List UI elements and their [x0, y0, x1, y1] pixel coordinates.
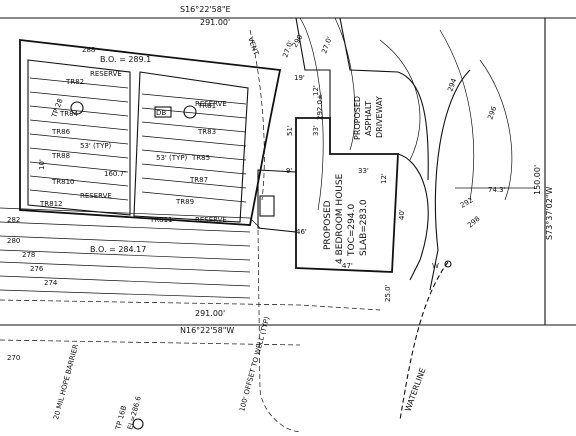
dbox-label: DB [156, 109, 166, 117]
driveway-label-line1: PROPOSED [353, 96, 362, 140]
contour-label-270: 270 [7, 354, 20, 362]
driveway-edge-right [339, 17, 429, 181]
elevation-label: 292.0± [316, 94, 324, 120]
contour-lines [0, 17, 513, 346]
trench-tr812: TR812 [39, 200, 63, 208]
contour-label-282: 282 [7, 216, 20, 224]
sleeve-box [259, 195, 275, 217]
trench-tr89: TR89 [175, 198, 194, 206]
waterline [399, 261, 449, 421]
water-marker: W [432, 262, 439, 270]
house-label-line3: TOC=294.0 [347, 204, 357, 257]
waterline-label: WATERLINE [403, 367, 427, 413]
dim-40: 40' [398, 209, 406, 220]
contour-label-296: 296 [486, 105, 498, 121]
distance-top: 291.00' [200, 18, 230, 27]
distribution-box [154, 106, 172, 118]
typ-left: 53' (TYP) [80, 142, 112, 150]
dim-33a: 33' [312, 125, 320, 136]
dim-51: 51' [286, 125, 294, 136]
septic-bed-left [27, 59, 131, 216]
trench-tr88: TR88 [51, 152, 70, 160]
well-offset-label: 100' OFFSET TO WELL (TYP) [238, 316, 271, 413]
contour-label-280: 280 [7, 237, 20, 245]
test-pit-symbol-left [70, 101, 84, 115]
bearing-bottom: N16°22'58"W [180, 326, 234, 335]
septic-bo-top: B.O. = 289.1 [100, 55, 151, 64]
test-pit-symbol-right [183, 105, 197, 119]
driveway-edge-left [295, 17, 331, 118]
dist-10: 10' [38, 159, 46, 170]
dim-33b: 33' [358, 167, 369, 175]
trenches-left [29, 77, 129, 201]
contour-label-294: 294 [446, 77, 458, 93]
dim-25: 25.0' [384, 284, 392, 302]
contour-label-276: 276 [30, 265, 44, 273]
trenches-right [141, 93, 247, 203]
distance-right: 150.00' [533, 165, 542, 195]
bearing-right: S73°37'02"W [545, 187, 554, 240]
well-offset-line [257, 229, 301, 433]
dim-19: 19' [294, 74, 305, 82]
house-label-line4: SLAB=283.0 [359, 199, 369, 256]
septic-bed-right [133, 71, 249, 223]
trench-tr81: TR81 [197, 102, 216, 110]
vent-label: VENT [246, 36, 260, 57]
house-label-line2: 4 BEDROOM HOUSE [335, 173, 345, 264]
contour-label-278: 278 [22, 251, 35, 259]
typ-right: 53' (TYP) [156, 154, 188, 162]
reserve-label-3: RESERVE [80, 192, 112, 200]
house-addition [257, 169, 297, 233]
trench-tr85: TR85 [191, 154, 210, 162]
reserve-label-4: RESERVE [195, 216, 227, 224]
driveway-label-line3: DRIVEWAY [375, 96, 384, 138]
contour-label-288: 288 [82, 46, 95, 54]
dim-27b: 27.0' [320, 35, 334, 54]
dim-9: 9' [286, 167, 292, 175]
house-label: PROPOSED 4 BEDROOM HOUSE TOC=294.0 SLAB=… [323, 173, 369, 264]
trench-tr84: TR84 [59, 110, 79, 118]
dist-160: 160.7' [104, 170, 126, 178]
contour-label-298: 298 [466, 215, 481, 230]
dim-27a: 27.0' [281, 39, 295, 58]
septic-field-outline [19, 38, 282, 226]
driveway-label: PROPOSED ASPHALT DRIVEWAY [353, 96, 384, 140]
trench-tr87: TR87 [189, 176, 208, 184]
well-symbol [444, 260, 452, 268]
contour-label-292: 292 [459, 196, 475, 210]
trench-tr811: TR811 [149, 216, 173, 224]
bearing-top: S16°22'58"E [180, 5, 231, 14]
trench-tr810: TR810 [51, 178, 75, 186]
dim-46: 46' [296, 228, 307, 236]
septic-bo-bottom: B.O. = 284.17 [90, 245, 146, 254]
house-label-line1: PROPOSED [323, 200, 333, 250]
driveway-curve [397, 153, 429, 281]
dim-12a: 12' [312, 85, 320, 96]
reserve-label-2: RESERVE [195, 100, 227, 108]
test-pit-elev: EL=286.6 [126, 395, 143, 431]
dim-12b: 12' [380, 173, 388, 184]
test-pit-symbol-bottom [132, 418, 144, 430]
distance-bottom: 291.00' [195, 309, 225, 318]
dim-driveway: 74.3' [488, 186, 506, 194]
reserve-label-1: RESERVE [90, 70, 122, 78]
trench-tr82: TR82 [65, 78, 84, 86]
hope-barrier-label: 20 MIL HOPE BARRIER [52, 343, 80, 420]
dim-47: 47' [342, 262, 353, 270]
trench-tr83: TR83 [197, 128, 216, 136]
driveway-outer [429, 69, 471, 291]
trench-tr86: TR86 [51, 128, 71, 136]
driveway-label-line2: ASPHALT [364, 101, 373, 136]
contour-label-274: 274 [44, 279, 58, 287]
